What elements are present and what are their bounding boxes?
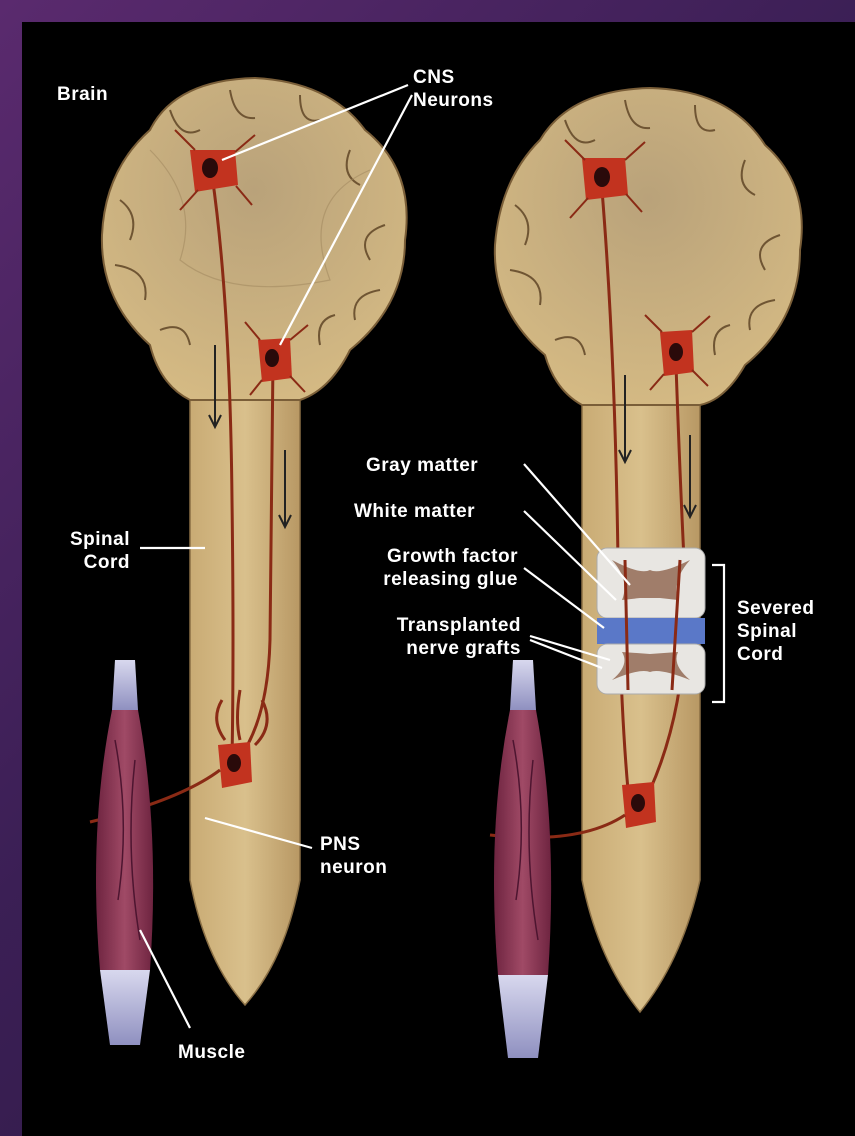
left-spinal-cord <box>190 390 300 1005</box>
left-brain <box>102 78 407 400</box>
right-spinal-cord <box>582 390 700 1012</box>
label-pns-neuron: PNS neuron <box>320 833 387 879</box>
label-white-matter: White matter <box>354 500 475 523</box>
right-brain <box>495 88 802 405</box>
label-gray-matter: Gray matter <box>366 454 478 477</box>
label-brain: Brain <box>57 83 108 106</box>
label-growth-factor: Growth factor releasing glue <box>343 545 518 591</box>
label-muscle: Muscle <box>178 1041 245 1064</box>
right-muscle <box>494 660 551 1058</box>
label-cns-neurons: CNS Neurons <box>413 66 494 112</box>
left-muscle <box>96 660 153 1045</box>
label-spinal-cord: Spinal Cord <box>52 528 130 574</box>
label-severed-spinal-cord: Severed Spinal Cord <box>737 597 814 666</box>
severed-section <box>597 548 705 694</box>
label-transplanted-grafts: Transplanted nerve grafts <box>353 614 521 660</box>
